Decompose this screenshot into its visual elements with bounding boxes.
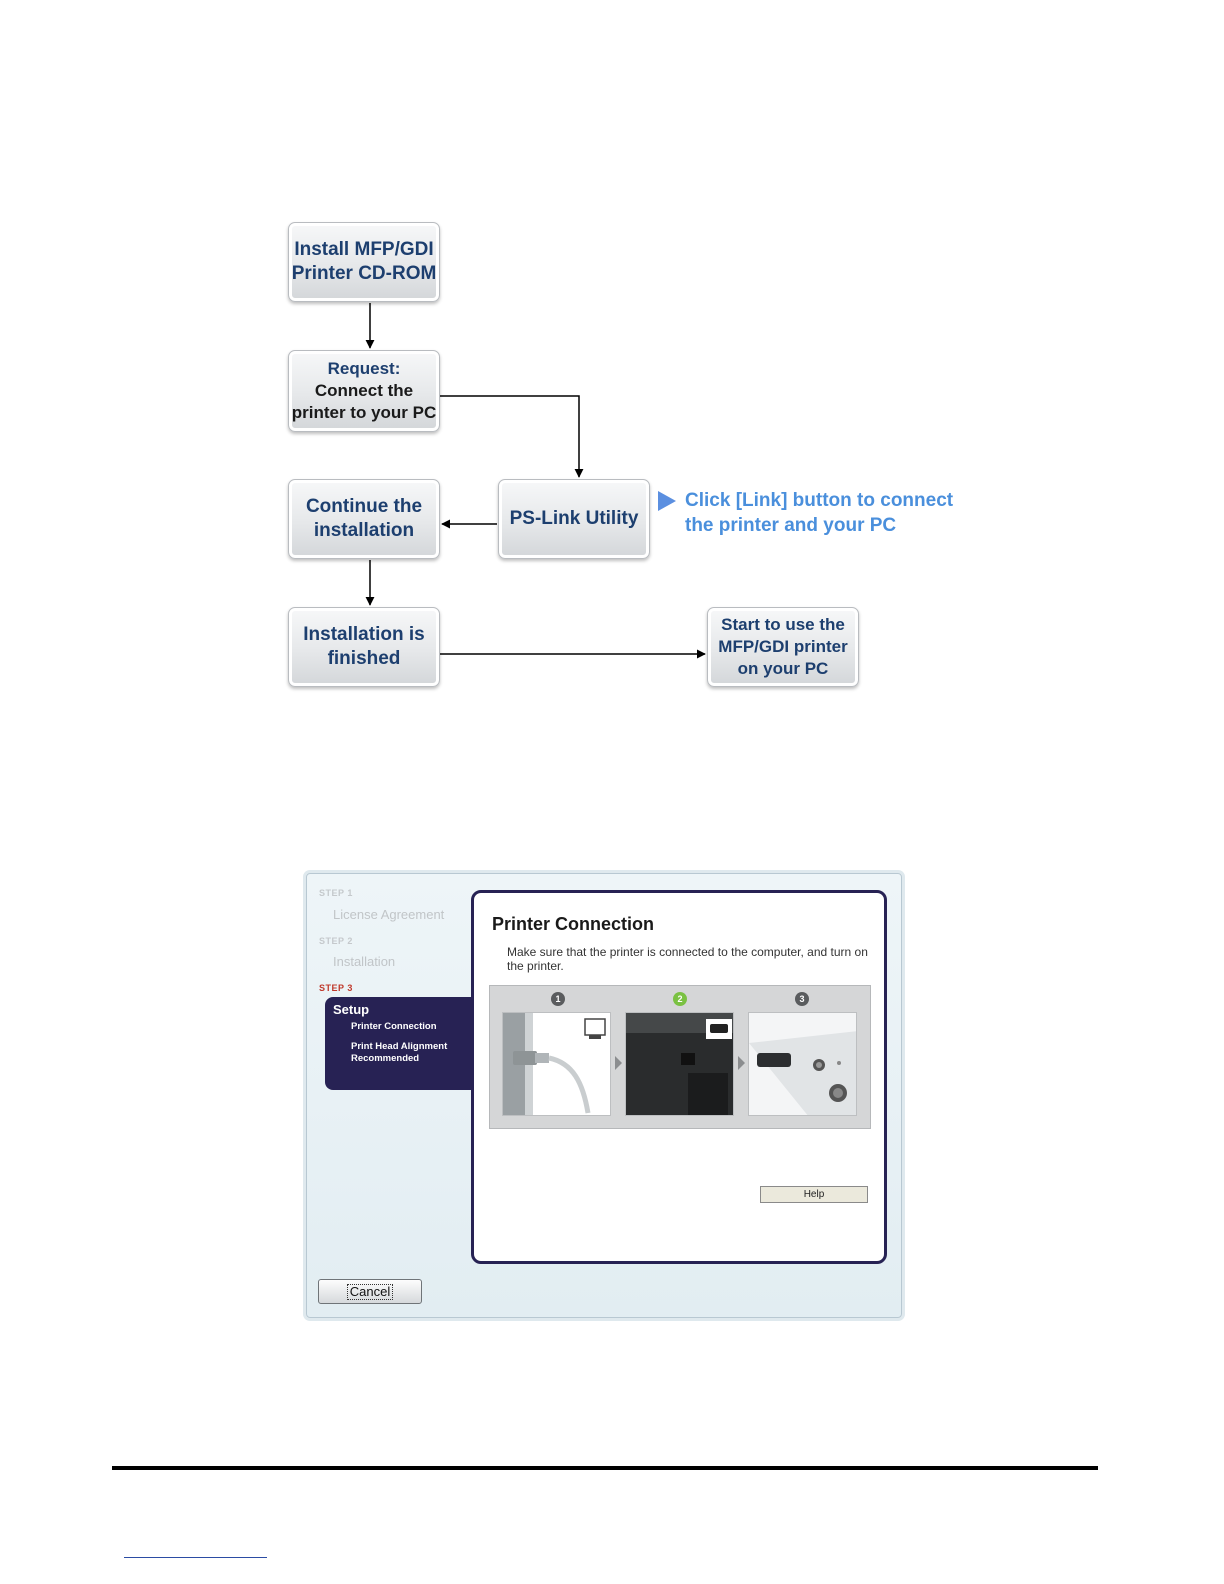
box-pslink-label: PS-Link Utility xyxy=(509,508,639,529)
box-start-line2: MFP/GDI printer xyxy=(718,637,848,656)
setup-title: Setup xyxy=(333,1002,370,1017)
triangle-pointer-icon xyxy=(658,491,676,511)
flow-box-installation-finished: Installation is finished xyxy=(288,607,440,687)
setup-item-print-head-alignment: Print Head Alignment Recommended xyxy=(351,1041,448,1064)
arrow-request-to-pslink xyxy=(440,395,584,478)
flow-box-continue-installation: Continue the installation xyxy=(288,479,440,559)
step-3-tag: STEP 3 xyxy=(319,983,353,993)
box-finished-line1: Installation is xyxy=(303,624,425,645)
box-install-line1: Install MFP/GDI xyxy=(294,239,434,260)
chevron-right-icon xyxy=(738,1056,745,1070)
footer-link-underline xyxy=(124,1557,267,1558)
flowchart-connectors xyxy=(365,303,706,659)
flow-box-start-using-printer: Start to use the MFP/GDI printer on your… xyxy=(707,607,859,687)
cancel-button[interactable]: Cancel xyxy=(318,1279,422,1304)
setup-item-printer-connection: Printer Connection xyxy=(351,1021,437,1032)
flow-box-request-connect: Request: Connect the printer to your PC xyxy=(288,350,440,432)
flow-box-pslink-utility: PS-Link Utility xyxy=(498,479,650,559)
page-title: Printer Connection xyxy=(492,914,655,934)
footer-divider xyxy=(112,1466,1098,1470)
setup-step-panel: Setup Printer Connection Print Head Alig… xyxy=(325,997,473,1090)
box-start-line3: on your PC xyxy=(737,659,829,678)
cancel-button-label: Cancel xyxy=(346,1283,394,1300)
main-content-panel: Printer Connection Make sure that the pr… xyxy=(471,890,887,1264)
usb-cable-computer-image xyxy=(502,1012,611,1116)
flow-box-install-cdrom: Install MFP/GDI Printer CD-ROM xyxy=(288,222,440,302)
box-request-line1: Connect the xyxy=(314,381,414,400)
box-finished-line2: finished xyxy=(327,648,401,669)
step-1-tag: STEP 1 xyxy=(319,888,353,898)
connection-illustration: 1 2 3 xyxy=(489,985,871,1129)
flowchart: Install MFP/GDI Printer CD-ROM Request: … xyxy=(0,0,1224,720)
box-start-line1: Start to use the xyxy=(721,615,845,634)
installer-window: STEP 1 License Agreement STEP 2 Installa… xyxy=(306,873,902,1318)
step-number-1: 1 xyxy=(551,992,565,1006)
step-number-3: 3 xyxy=(795,992,809,1006)
step-2-installation: Installation xyxy=(333,954,396,969)
box-continue-line1: Continue the xyxy=(305,496,423,517)
note-line2: the printer and your PC xyxy=(685,515,897,536)
box-request-heading: Request: xyxy=(327,359,401,378)
instruction-text: Make sure that the printer is connected … xyxy=(507,945,868,973)
box-install-line2: Printer CD-ROM xyxy=(291,263,437,284)
box-request-line2: printer to your PC xyxy=(291,403,437,422)
printer-port-image xyxy=(625,1012,734,1116)
power-button-image xyxy=(748,1012,857,1116)
step-1-license-agreement: License Agreement xyxy=(333,907,445,922)
step-2-tag: STEP 2 xyxy=(319,936,353,946)
step-number-2: 2 xyxy=(673,992,687,1006)
help-button[interactable]: Help xyxy=(760,1186,868,1203)
chevron-right-icon xyxy=(615,1056,622,1070)
note-line1: Click [Link] button to connect xyxy=(685,490,954,511)
box-continue-line2: installation xyxy=(313,520,415,541)
